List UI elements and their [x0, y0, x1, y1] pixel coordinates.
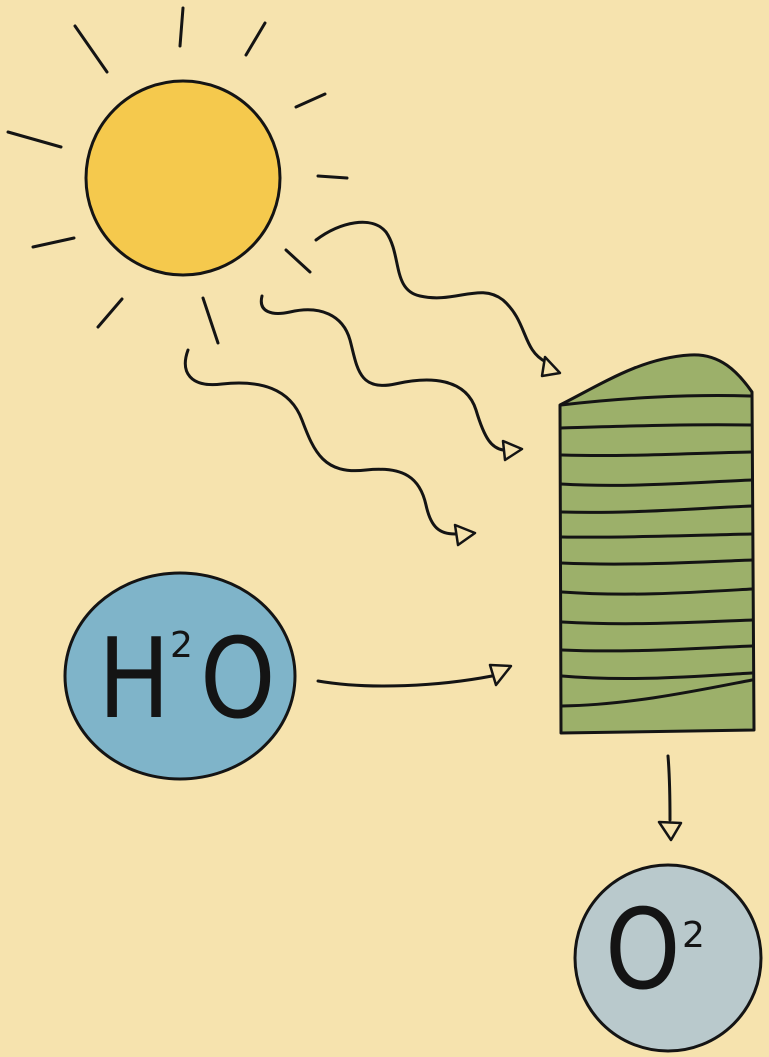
- water-subscript-label: 2: [170, 628, 193, 664]
- plant-to-oxygen-arrow: [659, 756, 681, 840]
- oxygen-subscript-label: 2: [682, 918, 705, 954]
- sunlight-waves: [185, 222, 560, 545]
- plant-leaf-stack: [560, 355, 754, 733]
- light-wave-3: [185, 350, 455, 534]
- water-o-label: O: [200, 624, 278, 734]
- light-wave-1-arrowhead: [542, 357, 560, 376]
- sun-icon: [8, 8, 347, 343]
- oxygen-o-label: O: [605, 895, 683, 1005]
- water-h-label: H: [98, 624, 172, 734]
- light-wave-2: [261, 296, 503, 450]
- water-to-plant-arrow: [318, 665, 511, 686]
- sun-disc: [86, 81, 280, 275]
- light-wave-2-arrowhead: [503, 441, 522, 460]
- light-wave-3-arrowhead: [455, 525, 475, 545]
